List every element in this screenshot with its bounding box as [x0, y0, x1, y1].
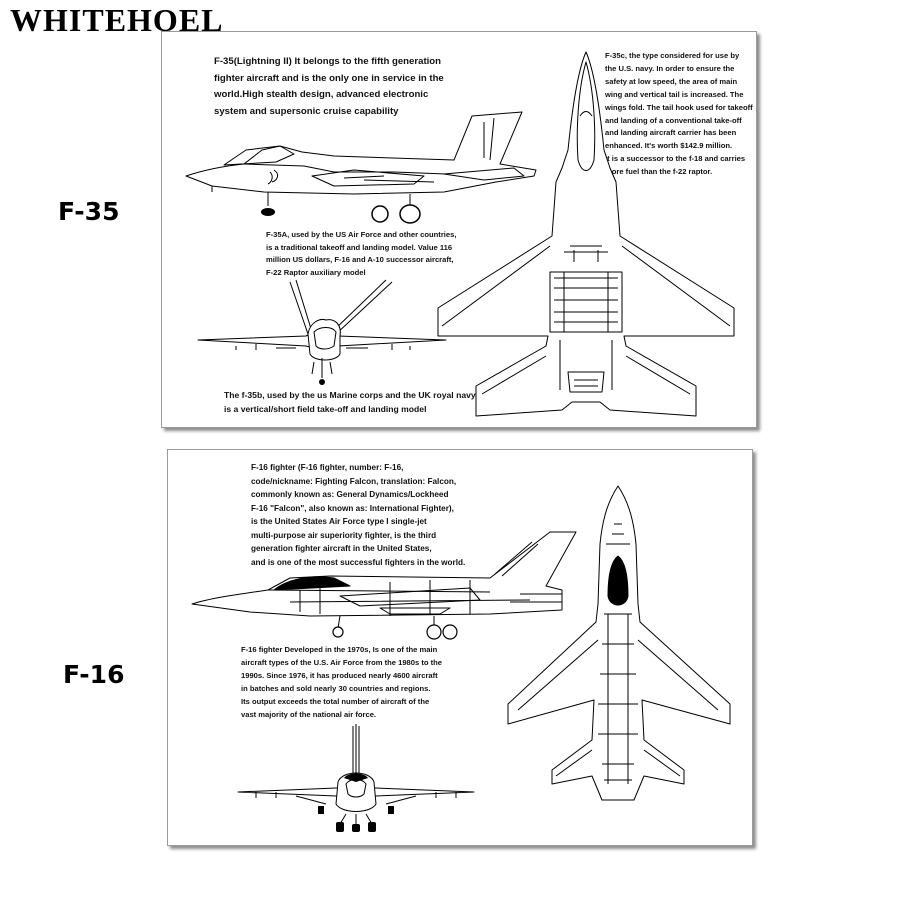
- f35b-text: The f-35b, used by the us Marine corps a…: [224, 390, 478, 414]
- f35a-text: F-35A, used by the US Air Force and othe…: [266, 230, 457, 277]
- f35-panel: F-35(Lightning II) It belongs to the fif…: [161, 31, 757, 428]
- f16-label: F-16: [63, 660, 125, 689]
- f35-label: F-35: [58, 197, 120, 226]
- f16-top-view: [506, 484, 734, 808]
- f35-side-view: [184, 110, 544, 230]
- f35-top-view: [434, 50, 754, 422]
- f16-history-text: F-16 fighter Developed in the 1970s, Is …: [241, 645, 443, 719]
- f16-front-view: [236, 722, 476, 832]
- f16-panel: F-16 fighter (F-16 fighter, number: F-16…: [167, 449, 753, 846]
- f16-side-view: [190, 528, 570, 646]
- f16-intro-text: F-16 fighter (F-16 fighter, number: F-16…: [251, 463, 466, 567]
- f35-intro-text: F-35(Lightning II) It belongs to the fif…: [214, 56, 444, 117]
- f35c-text: F-35c, the type considered for use by th…: [605, 51, 753, 177]
- f35-front-view: [196, 278, 451, 385]
